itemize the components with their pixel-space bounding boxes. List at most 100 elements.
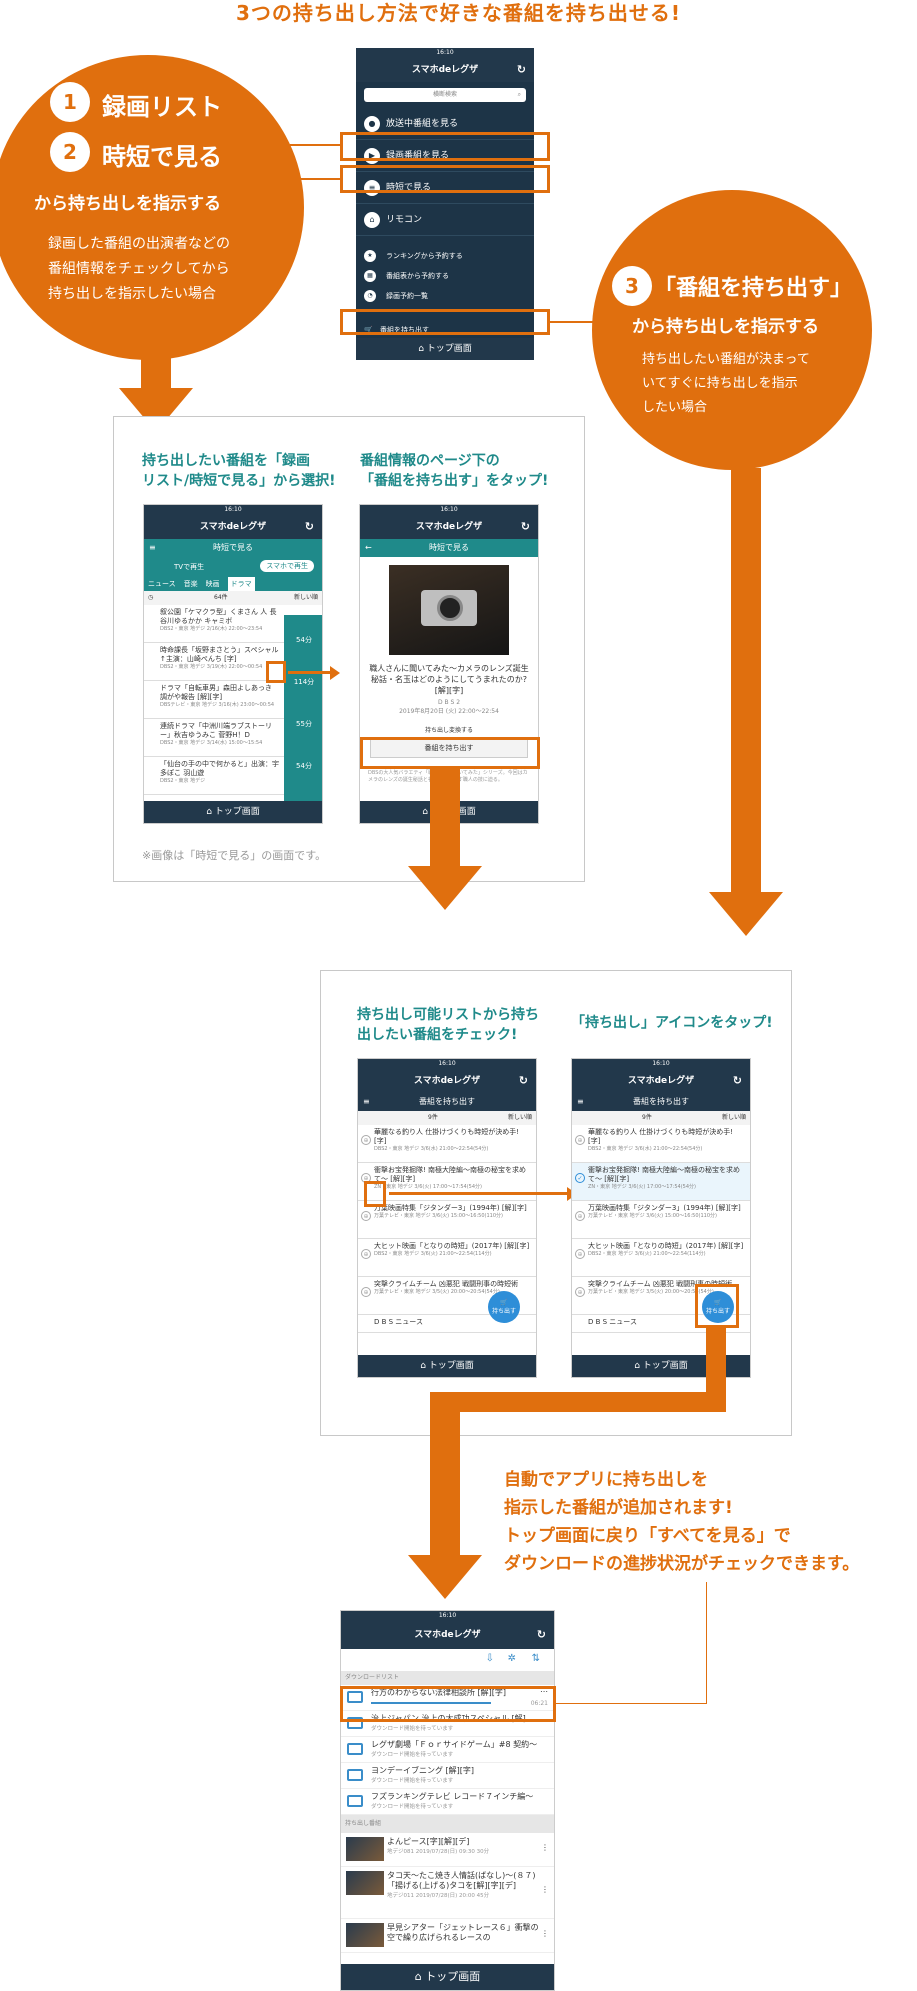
toolbar: ⇩ ✲ ⇅ [341, 1649, 554, 1671]
menu-item-reservations[interactable]: ◔録画予約一覧 [356, 286, 534, 306]
list-item[interactable]: 時命課長「坂野まさとう」スペシャル↑主演：山崎ぺんち [字]DBS2・東京 地デ… [144, 643, 284, 681]
takeout-list-phone-checked: 16:10 スマホdeレグザ↻ ≡番組を持ち出す 9件 新しい順 ⊕華麗なる釣り… [571, 1058, 751, 1378]
list-item[interactable]: ⊕華麗なる釣り人 仕掛けづくりも時短が決め手! [字]DBS2・東京 地デジ 3… [572, 1125, 750, 1163]
list-item-selected[interactable]: ✓衝撃お宝発掘隊! 南極大陸編〜南極の秘宝を求めて〜 [解][字]ZN・東京 地… [572, 1163, 750, 1201]
cart-icon[interactable]: ⊕ [361, 1287, 371, 1297]
menu-icon[interactable]: ≡ [149, 543, 156, 552]
more-icon[interactable]: ⋮ [541, 1843, 549, 1852]
takeout-row[interactable]: タコ天〜たこ焼き人情話(ばなし)〜(８７)「揚げる(上げる)タコを[解][字][… [341, 1867, 554, 1919]
cart-icon[interactable]: ⊕ [575, 1211, 585, 1221]
arrow-right-head [330, 666, 340, 680]
list-item[interactable]: D B S ニュース [358, 1315, 536, 1333]
takeout-row[interactable]: よんピース[字][解][デ]地デジ081 2019/07/28(日) 09:30… [341, 1833, 554, 1867]
takeout-fab[interactable]: 🛒持ち出す [702, 1291, 734, 1323]
refresh-icon[interactable]: ↻ [520, 520, 530, 533]
home-footer[interactable]: ⌂ トップ画面 [572, 1355, 750, 1377]
more-icon[interactable]: ⋯ [540, 1687, 548, 1696]
list-item[interactable]: ⊕万葉映画特集「ジタンダー3」(1994年) [解][字]万葉テレビ・東京 地デ… [358, 1201, 536, 1239]
list-item[interactable]: ⊕突撃クライムチーム 凶悪犯 戦闘刑事の時短術万葉テレビ・東京 地デジ 3/5(… [572, 1277, 750, 1315]
download-row[interactable]: 治上ジャパン 治上の大成功スペシャル [解]ダウンロード開始を待っています [341, 1711, 554, 1737]
download-row[interactable]: レグザ劇場「Ｆｏｒサイドゲーム」#8 契約〜ダウンロード開始を待っています [341, 1737, 554, 1763]
home-footer[interactable]: ⌂ トップ画面 [341, 1964, 554, 1990]
download-icon[interactable]: ⇩ [485, 1653, 494, 1664]
download-row-active[interactable]: 行方のわからない法律相談所 [解][字] 06:21 ⋯ [341, 1685, 554, 1711]
callout-line-horizontal [556, 1703, 707, 1704]
play-toggle[interactable]: TVで再生 スマホで再生 [144, 557, 322, 577]
right-method-circle: 3 「番組を持ち出す」 から持ち出しを指示する 持ち出したい番組が決まって いて… [592, 190, 872, 470]
step-panel-2: 持ち出し可能リストから持ち出したい番組をチェック! 「持ち出し」アイコンをタップ… [320, 970, 792, 1436]
list-item[interactable]: ⊕万葉映画特集「ジタンダー3」(1994年) [解][字]万葉テレビ・東京 地デ… [572, 1201, 750, 1239]
takeout-list-phone: 16:10 スマホdeレグザ↻ ≡番組を持ち出す 9件 新しい順 ⊕華麗なる釣り… [357, 1058, 537, 1378]
highlight-active-download [340, 1686, 556, 1722]
tab-news[interactable]: ニュース [148, 580, 176, 588]
refresh-icon[interactable]: ↻ [304, 520, 314, 533]
app-header: スマホdeレグザ↻ [144, 515, 322, 539]
arrow-right-small [288, 671, 332, 674]
refresh-icon[interactable]: ↻ [536, 1628, 546, 1641]
download-row[interactable]: フズランキングテレビ レコード７インチ編〜ダウンロード開始を待っています [341, 1789, 554, 1815]
sort-icon[interactable]: ⇅ [531, 1653, 540, 1664]
arrow-head-3 [709, 892, 783, 936]
method-description: 録画した番組の出演者などの 番組情報をチェックしてから 持ち出しを指示したい場合 [48, 236, 230, 302]
program-title: 職人さんに聞いてみた〜カメラのレンズ誕生秘話・名玉はどのようにしてうまれたのか?… [369, 664, 529, 695]
cart-icon[interactable]: ⊕ [361, 1249, 371, 1259]
menu-icon[interactable]: ≡ [363, 1097, 370, 1106]
cart-icon[interactable]: ⊕ [361, 1211, 371, 1221]
menu-icon[interactable]: ≡ [577, 1097, 584, 1106]
takeout-label: 持ち出し変換する [424, 727, 473, 734]
refresh-icon[interactable]: ↻ [732, 1074, 742, 1087]
arrow-head-4 [408, 1555, 482, 1599]
download-row[interactable]: ヨンデーイブニング [解][字]ダウンロード開始を待っています [341, 1763, 554, 1789]
program-thumbnail [346, 1837, 384, 1861]
cart-icon[interactable]: ⊕ [575, 1287, 585, 1297]
menu-item-ranking[interactable]: ★ランキングから予約する [356, 246, 534, 266]
home-footer[interactable]: ⌂ トップ画面 [358, 1355, 536, 1377]
list-item[interactable]: D B S ニュース [572, 1315, 750, 1333]
step-title-tap-icon: 「持ち出し」アイコンをタップ! [571, 1015, 773, 1031]
more-icon[interactable]: ⋮ [541, 1929, 549, 1938]
connector-line-left [290, 144, 340, 146]
method-title-record-list: 録画リスト [102, 93, 222, 121]
menu-item-live[interactable]: ●放送中番組を見る [356, 108, 534, 140]
refresh-icon[interactable]: ↻ [516, 63, 526, 76]
cart-icon[interactable]: ⊕ [575, 1135, 585, 1145]
home-footer[interactable]: ⌂ トップ画面 [144, 801, 322, 823]
highlight-takeout [340, 309, 550, 335]
takeout-fab[interactable]: 🛒持ち出す [488, 1291, 520, 1323]
sort-select[interactable]: 新しい順 [721, 1114, 746, 1121]
menu-item-takeout[interactable]: 🛒番組を持ち出す [356, 320, 534, 340]
home-footer[interactable]: ⌂ トップ画面 [356, 338, 534, 360]
takeout-row[interactable]: 早見シアター「ジェットレース６」衝撃の空で繰り広げられるレースの⋮ [341, 1919, 554, 1953]
step-title-tap-takeout: 番組情報のページ下の「番組を持ち出す」をタップ! [360, 453, 549, 489]
toggle-phone[interactable]: スマホで再生 [260, 560, 314, 572]
left-method-circle: 1 録画リスト 2 時短で見る から持ち出しを指示する 録画した番組の出演者など… [0, 55, 304, 360]
cart-icon[interactable]: ⊕ [361, 1135, 371, 1145]
tab-movie[interactable]: 映画 [205, 580, 220, 588]
tab-music[interactable]: 音楽 [183, 580, 198, 588]
cart-icon[interactable]: ⊕ [575, 1249, 585, 1259]
final-instruction: 自動でアプリに持ち出しを 指示した番組が追加されます! トップ画面に戻り「すべて… [504, 1470, 860, 1574]
settings-icon[interactable]: ✲ [507, 1653, 516, 1664]
sort-select[interactable]: 新しい順 [507, 1114, 532, 1121]
menu-item-remote[interactable]: ⌂リモコン [356, 204, 534, 236]
arrow-shaft-1 [141, 355, 171, 390]
list-item[interactable]: ⊕突撃クライムチーム 凶悪犯 戦闘刑事の時短術万葉テレビ・東京 地デジ 3/5(… [358, 1277, 536, 1315]
arrow-right-small-2 [389, 1192, 569, 1195]
list-item[interactable]: ⊕華麗なる釣り人 仕掛けづくりも時短が決め手! [字]DBS2・東京 地デジ 3… [358, 1125, 536, 1163]
search-input[interactable]: 横断検索 ⌕ [364, 88, 526, 102]
tab-drama[interactable]: ドラマ [227, 577, 255, 591]
toggle-tv[interactable]: TVで再生 [174, 563, 205, 571]
more-icon[interactable]: ⋮ [541, 1885, 549, 1894]
list-item[interactable]: ドラマ「自転車男」森田よしあっき 調がや報告 [解][字]DBSテレビ・東京 地… [144, 681, 284, 719]
menu-item-epg[interactable]: ▦番組表から予約する [356, 266, 534, 286]
sort-select[interactable]: 新しい順 [293, 594, 318, 601]
back-icon[interactable]: ← [365, 543, 372, 552]
number-badge-3: 3 [612, 266, 652, 306]
cart-icon-checked[interactable]: ✓ [575, 1173, 585, 1183]
list-item[interactable]: ⊕大ヒット映画「となりの時短」(2017年) [解][字]DBS2・東京 地デジ… [572, 1239, 750, 1277]
list-item[interactable]: ⊕大ヒット映画「となりの時短」(2017年) [解][字]DBS2・東京 地デジ… [358, 1239, 536, 1277]
refresh-icon[interactable]: ↻ [518, 1074, 528, 1087]
